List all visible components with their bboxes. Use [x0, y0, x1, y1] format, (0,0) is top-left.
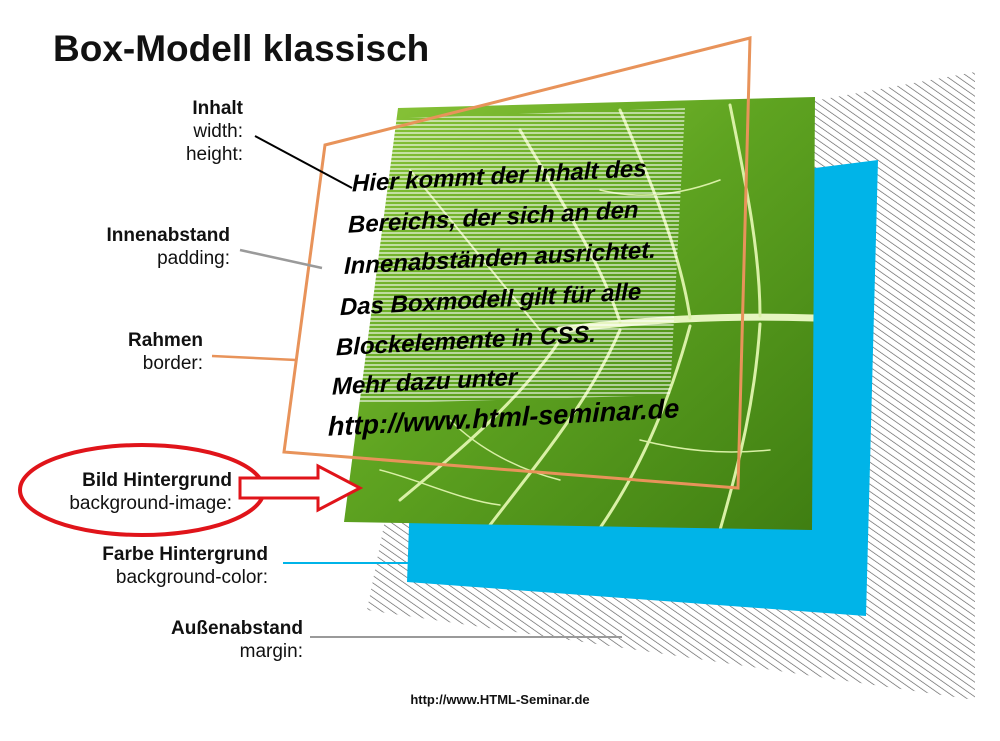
label-border: Rahmen border:	[128, 329, 203, 375]
label-padding: Innenabstand padding:	[106, 224, 230, 270]
label-bgimage-name: Bild Hintergrund	[82, 470, 232, 491]
label-border-name: Rahmen	[128, 330, 203, 351]
leader-content	[254, 135, 353, 189]
label-bgcolor: Farbe Hintergrund background-color:	[102, 543, 268, 589]
label-bgimage: Bild Hintergrund background-image:	[69, 469, 232, 515]
content-layer	[325, 108, 685, 405]
label-bgimage-prop: background-image:	[69, 493, 232, 514]
leader-border	[211, 354, 297, 362]
label-bgcolor-name: Farbe Hintergrund	[102, 544, 268, 565]
page-title: Box-Modell klassisch	[53, 28, 430, 69]
label-content-height: height:	[185, 144, 243, 165]
label-margin-name: Außenabstand	[171, 618, 303, 639]
label-content: Inhalt width: height:	[186, 97, 243, 166]
label-bgcolor-prop: background-color:	[115, 567, 268, 588]
label-margin-prop: margin:	[239, 641, 303, 662]
label-margin: Außenabstand margin:	[171, 617, 303, 663]
leader-padding	[239, 248, 323, 270]
border-frame	[282, 36, 752, 490]
label-padding-name: Innenabstand	[106, 225, 230, 246]
label-border-prop: border:	[142, 353, 203, 374]
highlight-arrow	[238, 463, 364, 513]
footer-url: http://www.HTML-Seminar.de	[410, 692, 590, 707]
label-content-width: width:	[193, 121, 243, 142]
label-content-name: Inhalt	[192, 98, 243, 119]
label-padding-prop: padding:	[157, 248, 230, 269]
